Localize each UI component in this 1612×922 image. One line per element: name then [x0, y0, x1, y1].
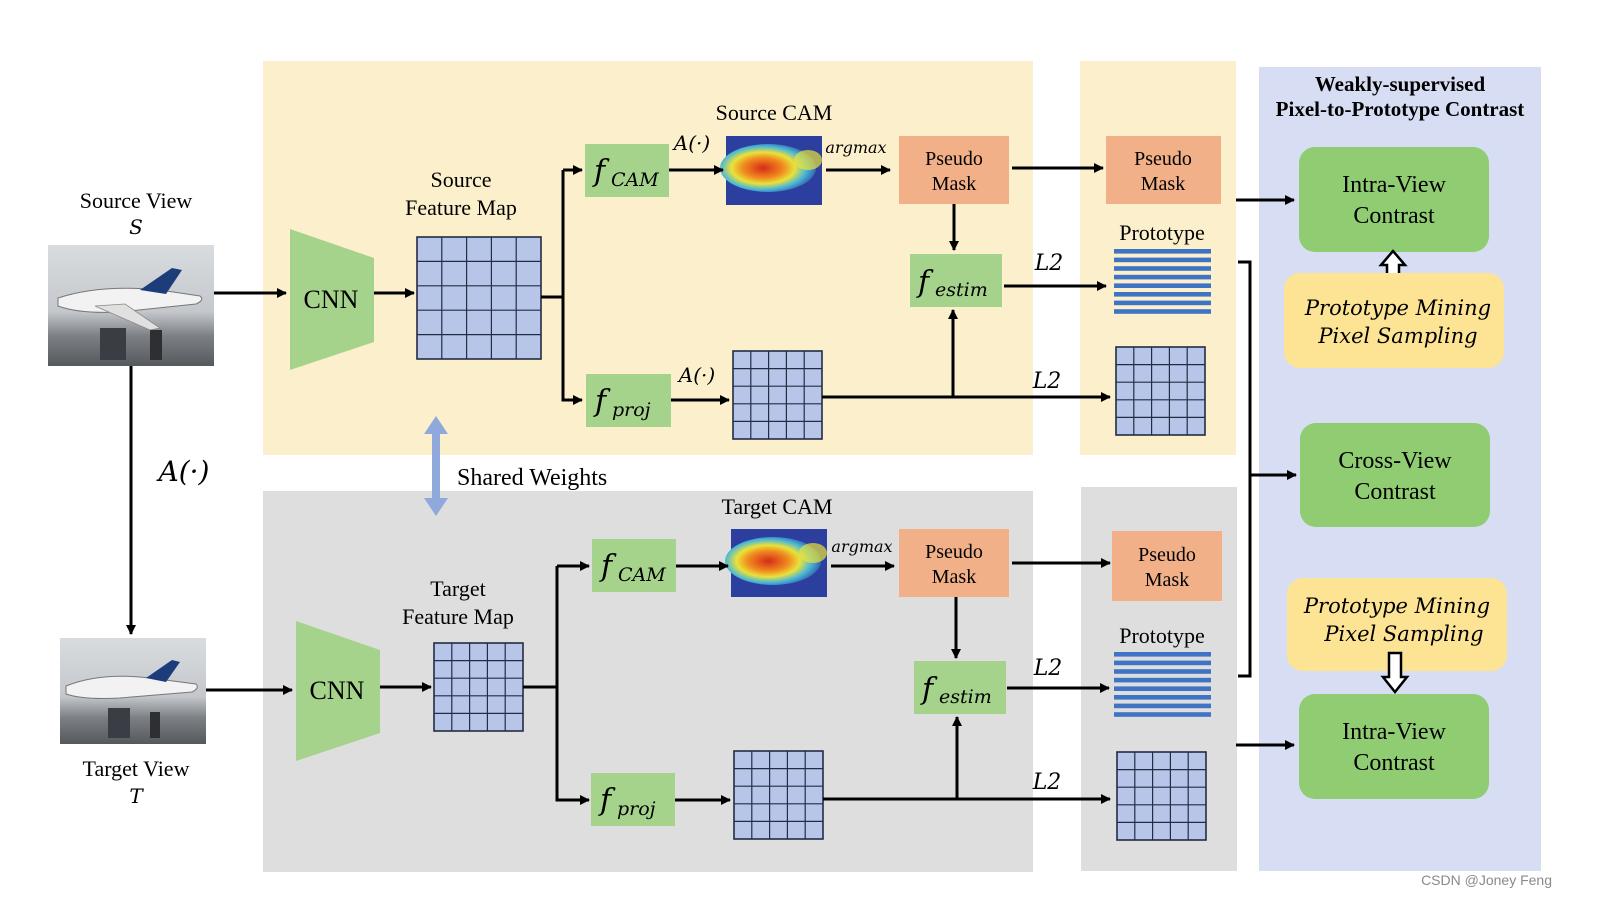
target-output-pseudo-mask: Pseudo Mask — [1112, 531, 1222, 601]
source-view-image — [48, 245, 214, 366]
target-argmax-label: argmax — [831, 537, 892, 556]
svg-text:Prototype Mining: Prototype Mining — [1304, 296, 1491, 320]
source-argmax-label: argmax — [825, 138, 886, 157]
source-pseudo-mask: Pseudo Mask — [899, 136, 1009, 204]
target-fcam-box: f CAM — [592, 539, 676, 592]
svg-text:Contrast: Contrast — [1353, 750, 1435, 776]
svg-text:Cross-View: Cross-View — [1338, 448, 1452, 474]
source-fproj-box: f proj — [586, 374, 671, 427]
source-prototype-mining: Prototype Mining Pixel Sampling — [1284, 273, 1504, 368]
svg-text:Contrast: Contrast — [1354, 479, 1436, 505]
target-output-grid — [1116, 751, 1207, 841]
svg-text:Prototype Mining: Prototype Mining — [1303, 594, 1490, 618]
target-feature-map-label-2: Feature Map — [402, 604, 514, 629]
source-l2-grid-label: L2 — [1032, 369, 1062, 394]
svg-text:Pseudo: Pseudo — [925, 541, 983, 563]
target-prototype-label: Prototype — [1119, 623, 1205, 648]
source-output-grid — [1115, 346, 1206, 436]
source-feature-map-grid — [416, 236, 542, 360]
augmentation-label: A(·) — [156, 455, 210, 488]
shared-weights-label: Shared Weights — [457, 465, 607, 491]
target-prototype-mining: Prototype Mining Pixel Sampling — [1287, 578, 1507, 671]
svg-text:Intra-View: Intra-View — [1342, 172, 1447, 198]
target-cnn — [296, 621, 380, 761]
target-fproj-box: f proj — [591, 773, 675, 826]
source-proj-aug-label: A(·) — [677, 363, 715, 387]
svg-text:Pixel Sampling: Pixel Sampling — [1317, 324, 1477, 348]
target-view-symbol: T — [129, 784, 144, 808]
source-cam-heatmap — [720, 136, 822, 205]
source-output-pseudo-mask: Pseudo Mask — [1106, 136, 1221, 204]
svg-text:proj: proj — [612, 399, 651, 421]
panel-title-2: Pixel-to-Prototype Contrast — [1276, 97, 1525, 121]
target-l2-prototype-label: L2 — [1033, 656, 1063, 681]
svg-text:Mask: Mask — [1141, 173, 1185, 195]
target-l2-grid-label: L2 — [1032, 770, 1062, 795]
cross-view-contrast: Cross-View Contrast — [1300, 423, 1490, 527]
panel-title: Weakly-supervised — [1315, 72, 1486, 96]
svg-text:Pseudo: Pseudo — [1134, 148, 1192, 170]
source-feature-map-label-2: Feature Map — [405, 195, 517, 220]
source-prototype-stripes — [1114, 249, 1211, 314]
target-pseudo-mask: Pseudo Mask — [899, 529, 1009, 597]
source-cnn — [290, 229, 374, 370]
source-view-symbol: S — [129, 215, 143, 239]
target-projected-grid — [733, 750, 824, 840]
source-projected-grid — [732, 350, 823, 440]
svg-text:Pseudo: Pseudo — [925, 148, 983, 170]
svg-text:Pixel Sampling: Pixel Sampling — [1323, 622, 1483, 646]
svg-text:Intra-View: Intra-View — [1342, 719, 1447, 745]
cross-view-bracket — [1238, 260, 1252, 678]
svg-text:estim: estim — [939, 686, 992, 708]
source-cnn-label: CNN — [304, 285, 359, 314]
target-cam-label: Target CAM — [721, 494, 832, 519]
target-prototype-stripes — [1114, 652, 1211, 717]
target-view-label: Target View — [83, 756, 190, 781]
svg-text:proj: proj — [617, 798, 656, 820]
source-view-label: Source View — [80, 188, 193, 213]
source-prototype-label: Prototype — [1119, 220, 1205, 245]
source-festim-box: f estim — [910, 254, 1002, 307]
source-l2-prototype-label: L2 — [1034, 251, 1064, 276]
source-cam-aug-label: A(·) — [672, 131, 710, 155]
svg-text:estim: estim — [935, 279, 988, 301]
target-feature-map-label: Target — [430, 576, 485, 601]
source-cam-label: Source CAM — [716, 100, 833, 125]
target-festim-box: f estim — [914, 661, 1006, 714]
source-to-fproj-arrow — [561, 297, 583, 405]
watermark: CSDN @Joney Feng — [1421, 872, 1552, 888]
svg-text:Contrast: Contrast — [1353, 203, 1435, 229]
source-fcam-box: f CAM — [585, 144, 669, 197]
svg-text:Mask: Mask — [932, 173, 976, 195]
target-intra-view-contrast: Intra-View Contrast — [1299, 694, 1489, 799]
svg-text:Mask: Mask — [1145, 569, 1189, 591]
target-mining-down-arrow — [1380, 651, 1410, 695]
shared-weights-arrow — [424, 416, 448, 516]
svg-text:Pseudo: Pseudo — [1138, 544, 1196, 566]
source-intra-view-contrast: Intra-View Contrast — [1299, 147, 1489, 252]
svg-text:Mask: Mask — [932, 566, 976, 588]
target-view-image — [60, 638, 206, 744]
source-feature-map-label: Source — [430, 167, 491, 192]
target-cnn-label: CNN — [310, 676, 365, 705]
target-feature-map-grid — [433, 642, 524, 732]
svg-text:CAM: CAM — [618, 564, 666, 586]
target-cam-heatmap — [725, 529, 827, 597]
svg-text:CAM: CAM — [611, 169, 659, 191]
target-to-fproj-arrow — [555, 687, 590, 805]
